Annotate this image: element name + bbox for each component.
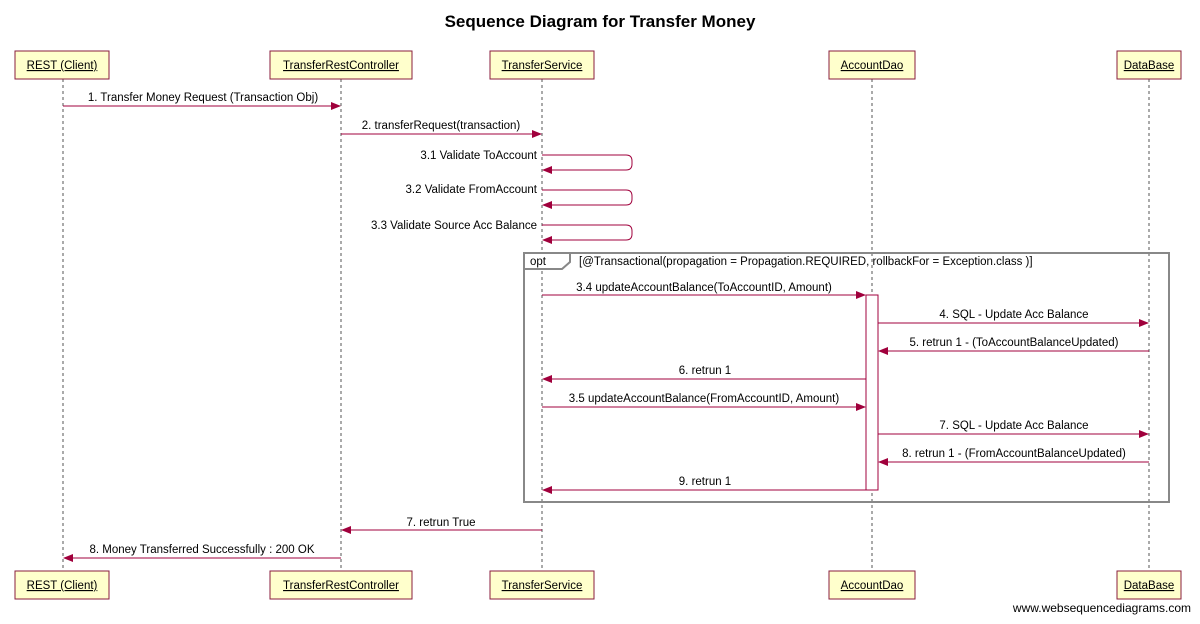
participant-label: REST (Client) [27,580,98,592]
message-8-return: 8. retrun 1 - (FromAccountBalanceUpdated… [878,448,1149,466]
participant-service-bottom[interactable]: TransferService [489,570,595,600]
message-8-final: 8. Money Transferred Successfully : 200 … [63,544,341,562]
message-label: 4. SQL - Update Acc Balance [939,309,1088,321]
lifelines [62,79,1150,571]
message-3-4: 3.4 updateAccountBalance(ToAccountID, Am… [542,282,866,299]
participant-label: TransferService [502,60,583,72]
message-label: 5. retrun 1 - (ToAccountBalanceUpdated) [909,337,1118,349]
messages: 1. Transfer Money Request (Transaction O… [63,92,1149,562]
participant-client-bottom[interactable]: REST (Client) [14,570,110,600]
diagram-title: Sequence Diagram for Transfer Money [445,12,756,31]
participant-dao[interactable]: AccountDao [828,50,916,80]
message-label: 8. Money Transferred Successfully : 200 … [90,544,315,556]
opt-frame-tag: opt [530,256,547,268]
participant-label: AccountDao [841,60,904,72]
participant-client[interactable]: REST (Client) [14,50,110,80]
message-arrow [542,154,633,174]
message-arrow [542,224,633,244]
participant-controller-bottom[interactable]: TransferRestController [269,570,413,600]
participant-label: DataBase [1124,60,1175,72]
message-arrow [542,189,633,209]
participant-db-bottom[interactable]: DataBase [1116,570,1182,600]
message-label: 3.5 updateAccountBalance(FromAccountID, … [569,393,840,405]
participant-label: TransferRestController [283,580,399,592]
message-3-2: 3.2 Validate FromAccount [406,184,633,209]
message-2: 2. transferRequest(transaction) [341,120,542,138]
opt-frame-tab [523,252,571,270]
message-label: 3.3 Validate Source Acc Balance [371,220,537,232]
message-label: 3.2 Validate FromAccount [406,184,538,196]
participant-label: REST (Client) [27,60,98,72]
message-7-return: 7. retrun True [341,517,542,534]
message-label: 7. retrun True [406,517,475,529]
participant-service[interactable]: TransferService [489,50,595,80]
message-3-1: 3.1 Validate ToAccount [420,150,633,174]
participant-label: TransferService [502,580,583,592]
message-label: 3.4 updateAccountBalance(ToAccountID, Am… [576,282,832,294]
message-label: 9. retrun 1 [679,476,731,488]
message-3-3: 3.3 Validate Source Acc Balance [371,220,633,244]
participants-bottom: REST (Client) TransferRestController Tra… [14,570,1182,600]
message-label: 8. retrun 1 - (FromAccountBalanceUpdated… [902,448,1126,460]
opt-frame: opt [@Transactional(propagation = Propag… [523,252,1170,503]
message-9: 9. retrun 1 [542,476,866,494]
participant-label: TransferRestController [283,60,399,72]
message-label: 1. Transfer Money Request (Transaction O… [88,92,318,104]
opt-frame-border [523,252,1170,503]
message-1: 1. Transfer Money Request (Transaction O… [63,92,341,110]
message-5: 5. retrun 1 - (ToAccountBalanceUpdated) [878,337,1149,355]
message-label: 6. retrun 1 [679,365,731,377]
participant-label: AccountDao [841,580,904,592]
message-label: 7. SQL - Update Acc Balance [939,420,1088,432]
participant-label: DataBase [1124,580,1175,592]
participants-top: REST (Client) TransferRestController Tra… [14,50,1182,80]
participant-db[interactable]: DataBase [1116,50,1182,80]
message-7-sql: 7. SQL - Update Acc Balance [878,420,1149,438]
message-label: 2. transferRequest(transaction) [362,120,521,132]
message-3-5: 3.5 updateAccountBalance(FromAccountID, … [542,393,866,411]
dao-activation-bar [865,294,879,491]
participant-dao-bottom[interactable]: AccountDao [828,570,916,600]
participant-controller[interactable]: TransferRestController [269,50,413,80]
message-6: 6. retrun 1 [542,365,866,383]
message-4: 4. SQL - Update Acc Balance [878,309,1149,327]
opt-frame-condition: [@Transactional(propagation = Propagatio… [579,256,1033,268]
footer-watermark: www.websequencediagrams.com [1012,601,1191,615]
message-label: 3.1 Validate ToAccount [420,150,537,162]
